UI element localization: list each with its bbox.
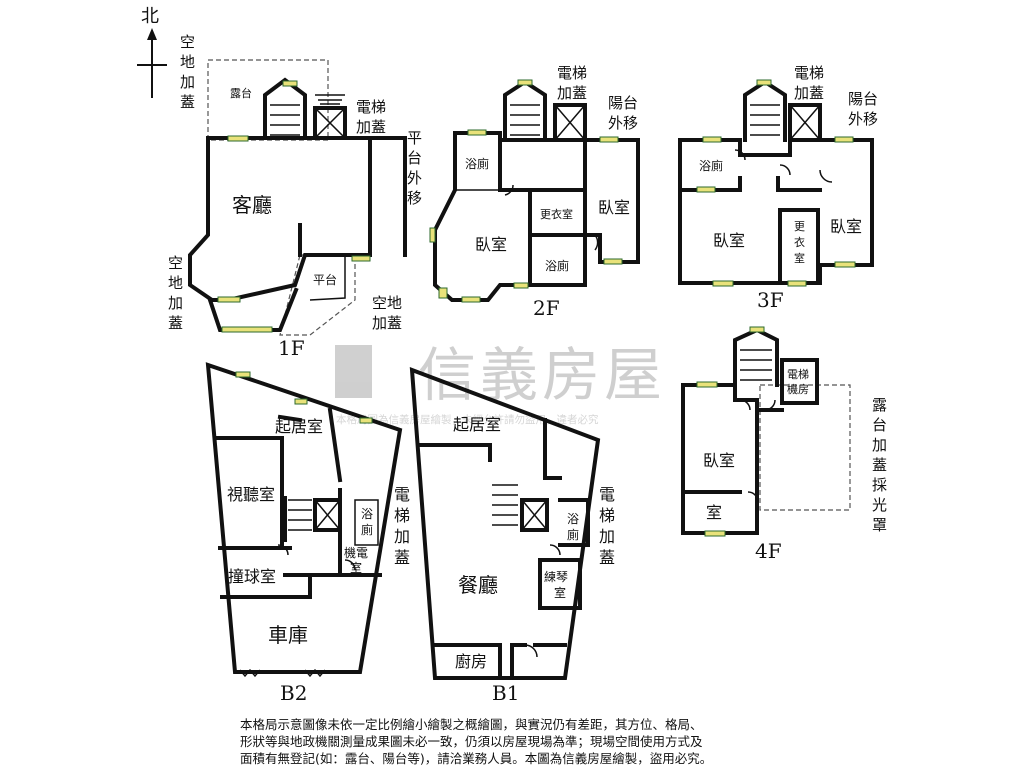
open-space-top-label-1f-2: 地	[180, 53, 195, 71]
open-space-top-label-1f-4: 蓋	[180, 93, 195, 111]
floor-label-4f: 4F	[755, 539, 782, 563]
terrace-skylight-label-4f-2: 台	[872, 416, 887, 434]
floor-label-3f: 3F	[757, 288, 784, 312]
north-arrow-icon	[147, 28, 157, 40]
dressing-room-label-3f-3: 室	[794, 251, 805, 265]
balcony-moved-label-3f-1: 陽台	[848, 90, 878, 108]
bedroom-right-label-3f: 臥室	[830, 217, 862, 236]
elevator-added-label-b1-4: 蓋	[599, 548, 615, 567]
watermark-brand: 信義房屋	[418, 341, 666, 409]
terrace-skylight-label-4f-7: 罩	[872, 516, 887, 534]
dressing-room-label-3f-2: 衣	[794, 235, 805, 249]
piano-room-label-b1-2: 室	[554, 585, 566, 600]
elevator-added-label-b2-4: 蓋	[394, 548, 410, 567]
bedroom-left-label-2f: 臥室	[475, 235, 507, 254]
platform-moved-label-1f-4: 移	[407, 189, 422, 207]
terrace-skylight-label-4f-1: 露	[872, 396, 887, 414]
terrace-skylight-label-4f-4: 蓋	[872, 456, 887, 474]
open-space-top-label-1f-1: 空	[180, 33, 195, 51]
bathroom-label-b2-2: 廁	[361, 522, 373, 537]
terrace-skylight-label-4f-5: 採	[872, 476, 887, 494]
disclaimer-line-2: 形狀等與地政機關測量成果圖未必一致，仍須以房屋現場為準；現場空間使用方式及	[240, 734, 703, 749]
balcony-moved-label-2f-2: 外移	[608, 114, 638, 132]
floor-4f: 臥室 室 電梯 機房 露 台 加 蓋 採 光 罩 4F	[681, 326, 887, 563]
north-label: 北	[141, 6, 159, 27]
family-room-label-b1: 起居室	[453, 415, 501, 434]
piano-room-label-b1-1: 練琴	[544, 570, 568, 584]
disclaimer: 本格局示意圖像未依一定比例繪小繪製之概繪圖，與實況仍有差距，其方位、格局、 形狀…	[240, 716, 800, 767]
floor-label-2f: 2F	[533, 296, 560, 320]
garage-label-b2: 車庫	[268, 623, 308, 647]
billiards-room-label-b2: 撞球室	[228, 567, 276, 586]
bedroom-right-label-2f: 臥室	[598, 198, 630, 217]
open-space-left-label-1f-1: 空	[168, 254, 183, 272]
elevator-added-label-b1-1: 電	[599, 485, 615, 504]
living-room-label-1f: 客廳	[232, 193, 272, 217]
balcony-moved-label-2f-1: 陽台	[608, 94, 638, 112]
floor-label-b2: B2	[280, 681, 307, 705]
open-space-left-label-1f-4: 蓋	[168, 314, 183, 332]
floor-2f: 浴廁 臥室 更衣室 浴廁 臥室 電梯 加蓋 陽台 外移 2F	[429, 64, 640, 320]
dressing-room-label-3f-1: 更	[794, 220, 805, 233]
mechanical-room-label-b2-1: 機電	[344, 545, 368, 560]
kitchen-label-b1: 廚房	[455, 652, 487, 671]
elevator-added-label-1f-2: 加蓋	[356, 118, 386, 136]
open-space-left-label-1f-2: 地	[168, 274, 183, 292]
open-space-bottom-label-1f-2: 加蓋	[372, 314, 402, 332]
elevator-added-label-b2-3: 加	[394, 527, 410, 546]
floor-3f: 浴廁 臥室 更 衣 室 臥室 電梯 加蓋 陽台 外移 3F	[678, 64, 878, 312]
room-label-4f: 室	[706, 503, 722, 522]
floor-label-1f: 1F	[278, 336, 305, 360]
mechanical-room-label-b2-2: 室	[350, 560, 362, 575]
north-compass: 北	[137, 6, 167, 98]
floor-1f: 客廳 露台 平台 電梯 加蓋 平 台 外 移 空 地 加 蓋 空 地 加 蓋 空…	[168, 33, 422, 360]
floor-label-b1: B1	[492, 681, 519, 705]
bathroom-top-label-2f: 浴廁	[465, 156, 489, 171]
watermark-logo-icon	[335, 345, 372, 398]
platform-moved-label-1f-3: 外	[407, 169, 422, 187]
elevator-added-label-b1-3: 加	[599, 527, 615, 546]
watermark: 信義房屋 本格局圖為信義房屋繪製，未經允許請勿盜用，違者必究	[335, 341, 666, 426]
bathroom-label-3f: 浴廁	[699, 158, 723, 173]
terrace-area-1f	[207, 59, 329, 141]
elevator-machine-room-label-4f-1: 電梯	[787, 368, 809, 381]
terrace-label-1f: 露台	[230, 86, 252, 100]
elevator-added-label-2f-1: 電梯	[557, 64, 587, 82]
floor-b2: 起居室 視聽室 撞球室 車庫 浴 廁 機電 室 電 梯 加 蓋 B2	[205, 362, 410, 705]
bathroom-label-b2-1: 浴	[361, 507, 373, 521]
platform-moved-label-1f-2: 台	[407, 149, 422, 167]
av-room-label-b2: 視聽室	[227, 485, 275, 504]
elevator-added-label-2f-2: 加蓋	[557, 84, 587, 102]
family-room-label-b2: 起居室	[275, 417, 323, 436]
terrace-skylight-label-4f-3: 加	[872, 436, 887, 454]
elevator-added-label-b2-2: 梯	[394, 506, 410, 525]
dining-room-label-b1: 餐廳	[458, 573, 498, 597]
platform-moved-label-1f-1: 平	[407, 129, 422, 147]
disclaimer-line-3: 面積有無登記(如：露台、陽台等)，請洽業務人員。本圖為信義房屋繪製，盜用必究。	[240, 751, 713, 766]
open-space-area-1f	[279, 254, 356, 336]
bathroom-bottom-label-2f: 浴廁	[545, 258, 569, 273]
terrace-skylight-label-4f-6: 光	[872, 496, 887, 514]
bedroom-label-4f: 臥室	[703, 451, 735, 470]
bathroom-label-b1-2: 廁	[567, 527, 579, 542]
dressing-room-label-2f: 更衣室	[540, 207, 573, 221]
elevator-added-label-b1-2: 梯	[599, 506, 615, 525]
balcony-moved-label-3f-2: 外移	[848, 110, 878, 128]
elevator-machine-room-label-4f-2: 機房	[787, 382, 809, 396]
elevator-added-label-b2-1: 電	[394, 485, 410, 504]
elevator-added-label-1f-1: 電梯	[356, 98, 386, 116]
open-space-bottom-label-1f-1: 空地	[372, 294, 402, 312]
disclaimer-line-1: 本格局示意圖像未依一定比例繪小繪製之概繪圖，與實況仍有差距，其方位、格局、	[240, 717, 703, 732]
elevator-added-label-3f-1: 電梯	[794, 64, 824, 82]
open-space-top-label-1f-3: 加	[180, 73, 195, 91]
bedroom-left-label-3f: 臥室	[713, 231, 745, 250]
bathroom-label-b1-1: 浴	[567, 512, 579, 526]
elevator-added-label-3f-2: 加蓋	[794, 84, 824, 102]
terrace-skylight-area-4f	[759, 384, 851, 511]
floor-b1: 起居室 餐廳 廚房 浴 廁 練琴 室 電 梯 加 蓋 B1	[409, 367, 615, 705]
platform-label-1f: 平台	[313, 272, 337, 287]
open-space-left-label-1f-3: 加	[168, 294, 183, 312]
